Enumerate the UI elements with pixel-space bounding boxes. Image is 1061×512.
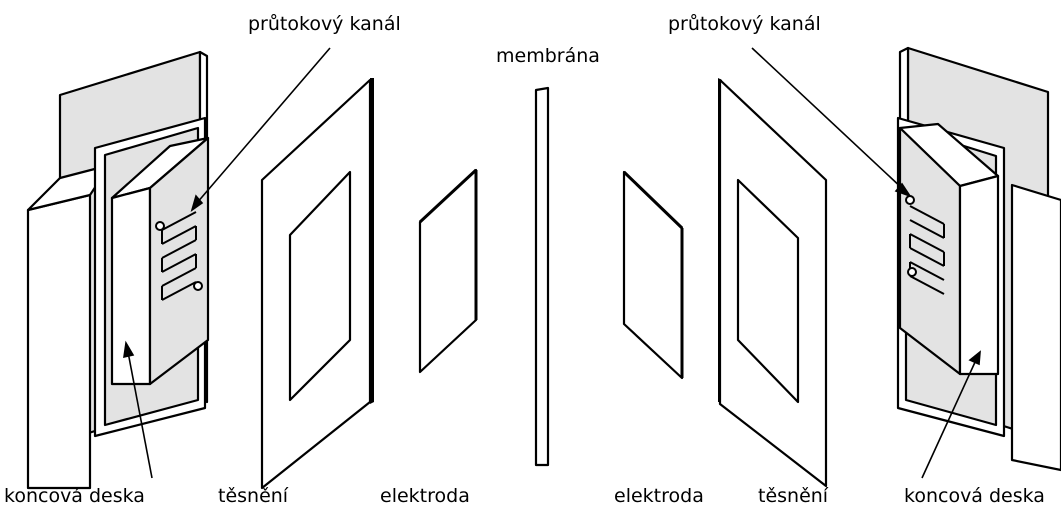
label-membrane: membrána [496,45,600,67]
left-side-block-front [28,195,90,488]
label-end-plate-left: koncová deska [4,485,145,507]
label-electrode-right: elektroda [614,485,704,507]
membrane [536,88,548,465]
left-electrode-face [420,170,476,372]
label-gasket-right: těsnění [758,485,829,507]
right-electrode-face [624,172,682,378]
right-gasket [718,78,826,486]
left-electrode [420,170,476,372]
label-flow-channel-left: průtokový kanál [248,13,401,35]
left-gasket [262,78,374,488]
right-electrode [624,172,682,378]
right-end-plate-assembly [898,48,1061,470]
right-channel-block-front [960,176,998,374]
label-end-plate-right: koncová deska [904,485,1045,507]
label-gasket-left: těsnění [218,485,289,507]
left-end-plate-assembly [28,52,208,488]
right-side-block [1012,185,1061,470]
callout-lines [124,48,980,478]
membrane-face [536,88,548,465]
label-flow-channel-right: průtokový kanál [668,13,821,35]
label-electrode-left: elektroda [380,485,470,507]
